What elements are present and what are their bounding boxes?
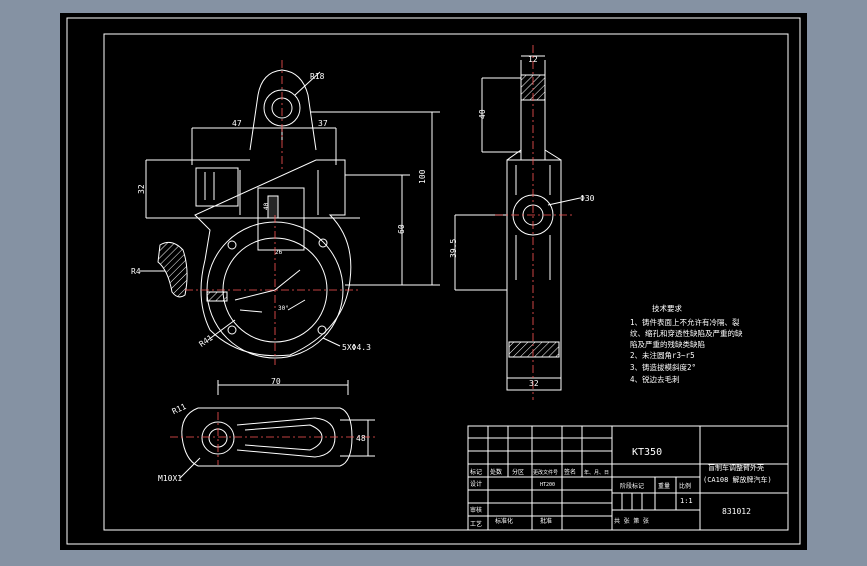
part-name: KT350 <box>632 447 662 458</box>
dim-395: 39.5 <box>449 239 458 258</box>
drawing-number: 831012 <box>722 507 751 516</box>
dim-bolt-holes: 5XΦ4.3 <box>342 343 371 352</box>
dim-angle: 30° <box>278 305 289 312</box>
tech-item-6: 4、锐边去毛刺 <box>630 374 680 384</box>
dim-32-side: 32 <box>529 379 539 388</box>
outer-frame <box>66 17 801 545</box>
tech-item-2: 纹、缩孔和穿透性缺陷及严重的缺 <box>630 328 743 338</box>
dim-r18: R18 <box>310 72 325 81</box>
tech-requirements: 技术要求 1、铸件表面上不允许有冷隔、裂 纹、缩孔和穿透性缺陷及严重的缺 陷及严… <box>630 303 743 384</box>
dim-70: 70 <box>271 377 281 386</box>
header-label-1: 标记 <box>470 468 482 476</box>
sheet-label: 共 张 第 张 <box>614 517 649 525</box>
row-label-process: 工艺 <box>470 520 482 528</box>
header-label-4: 更改文件号 <box>533 469 558 476</box>
row-label-review: 审核 <box>470 506 482 514</box>
dim-r4: R4 <box>131 267 141 276</box>
dim-48: 48 <box>356 434 366 443</box>
header-label-3: 分区 <box>512 468 524 476</box>
dim-small-40: 40 <box>263 202 270 210</box>
dim-47: 47 <box>232 119 242 128</box>
dim-small-26: 26 <box>275 249 283 256</box>
tech-item-3: 陷及严重的残缺类缺陷 <box>630 339 705 349</box>
drawing-title-1: 盲制车调整臂外壳 <box>708 463 764 472</box>
approve-label: 批准 <box>540 517 552 525</box>
drawing-title-2: (CA108 解放牌汽车) <box>703 475 772 484</box>
tech-item-5: 3、铸造拔模斜度2° <box>630 362 696 372</box>
dim-60: 60 <box>397 224 406 234</box>
dim-phi30: Φ30 <box>580 194 595 203</box>
dim-100: 100 <box>418 169 427 184</box>
material: HT200 <box>540 482 555 488</box>
standardize-label: 标准化 <box>495 517 513 525</box>
dim-40: 40 <box>478 109 487 119</box>
row-label-design: 设计 <box>470 480 482 488</box>
scale-value: 1:1 <box>680 497 693 505</box>
title-block <box>467 425 789 531</box>
header-label-5: 签名 <box>564 468 576 476</box>
weight-label: 重量 <box>658 482 670 490</box>
inner-frame <box>103 33 789 531</box>
dim-37: 37 <box>318 119 328 128</box>
dim-12: 12 <box>528 55 538 64</box>
center-lines <box>170 45 575 465</box>
tech-item-4: 2、未注圆角r3~r5 <box>630 350 695 360</box>
header-label-6: 年、月、日 <box>584 469 609 476</box>
stage-label: 阶段标记 <box>620 482 644 490</box>
tech-title: 技术要求 <box>652 303 682 313</box>
header-label-2: 处数 <box>490 468 502 476</box>
tech-item-1: 1、铸件表面上不允许有冷隔、裂 <box>630 317 740 327</box>
dim-32: 32 <box>137 184 146 194</box>
scale-label: 比例 <box>679 482 691 490</box>
dim-thread: M10X1 <box>158 474 182 483</box>
